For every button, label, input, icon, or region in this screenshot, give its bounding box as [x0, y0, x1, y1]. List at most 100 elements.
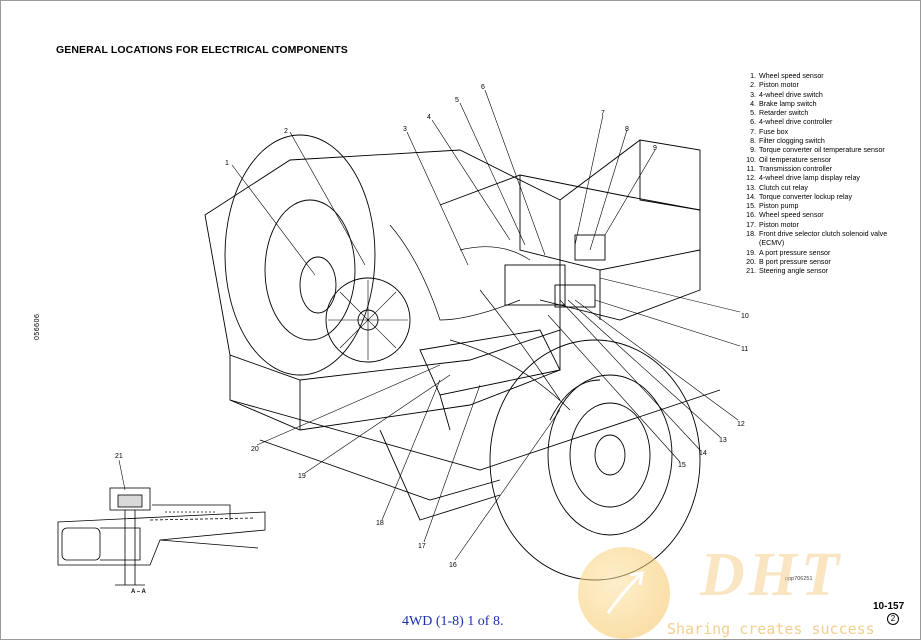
revision-badge: 2 — [887, 613, 899, 625]
legend-text: B port pressure sensor — [759, 257, 831, 266]
legend-item: 13.Clutch cut relay — [738, 184, 888, 193]
legend-number: 15. — [746, 202, 756, 211]
legend-number: 12. — [746, 174, 756, 183]
callout-2: 2 — [284, 128, 288, 135]
legend-number: 7. — [750, 127, 756, 136]
legend-number: 3. — [750, 90, 756, 99]
legend-item: 19.A port pressure sensor — [738, 249, 888, 258]
legend-text: 4-wheel drive controller — [759, 118, 833, 127]
callout-16: 16 — [449, 562, 457, 569]
legend-number: 8. — [750, 137, 756, 146]
legend-item: 3.4-wheel drive switch — [738, 91, 888, 100]
callout-9: 9 — [653, 145, 657, 152]
legend-number: 16. — [746, 211, 756, 220]
legend-number: 11. — [746, 164, 756, 173]
legend-item: 18.Front drive selector clutch solenoid … — [738, 230, 888, 249]
callout-18: 18 — [376, 520, 384, 527]
leader-lines — [231, 89, 741, 561]
watermark-slogan: Sharing creates success — [667, 620, 875, 638]
legend-text: Oil temperature sensor — [759, 155, 832, 164]
callout-11: 11 — [741, 346, 748, 353]
callout-19: 19 — [298, 473, 306, 480]
legend-item: 11.Transmission controller — [738, 165, 888, 174]
watermark-badge — [578, 547, 670, 639]
legend-item: 14.Torque converter lockup relay — [738, 193, 888, 202]
page-caption-link[interactable]: 4WD (1-8) 1 of 8. — [402, 614, 504, 629]
legend-text: Transmission controller — [759, 164, 833, 173]
legend-item: 5.Retarder switch — [738, 109, 888, 118]
legend-number: 4. — [750, 99, 756, 108]
legend-text: Front drive selector clutch solenoid val… — [759, 230, 888, 248]
legend-number: 13. — [746, 183, 756, 192]
section-a-a-detail — [57, 459, 266, 586]
legend-text: Steering angle sensor — [759, 267, 829, 276]
legend-text: Torque converter oil temperature sensor — [759, 146, 885, 155]
legend-item: 7.Fuse box — [738, 128, 888, 137]
legend-item: 4.Brake lamp switch — [738, 100, 888, 109]
legend-number: 19. — [746, 248, 756, 257]
legend-text: Piston motor — [759, 220, 799, 229]
callout-4: 4 — [427, 114, 431, 121]
watermark-logo: DHT — [700, 541, 843, 609]
legend-item: 1.Wheel speed sensor — [738, 72, 888, 81]
legend-item: 15.Piston pump — [738, 202, 888, 211]
legend-number: 18. — [746, 230, 756, 239]
callout-12: 12 — [737, 421, 745, 428]
callout-14: 14 — [699, 450, 707, 457]
callout-13: 13 — [719, 437, 727, 444]
page-title: GENERAL LOCATIONS FOR ELECTRICAL COMPONE… — [56, 44, 348, 56]
callout-7: 7 — [601, 110, 605, 117]
page-number: 10-157 — [873, 601, 905, 612]
legend-item: 12.4-wheel drive lamp display relay — [738, 174, 888, 183]
legend-text: Wheel speed sensor — [759, 72, 824, 80]
legend-number: 9. — [750, 146, 756, 155]
legend-number: 10. — [746, 155, 756, 164]
legend-text: A port pressure sensor — [759, 248, 831, 257]
legend-item: 20.B port pressure sensor — [738, 258, 888, 267]
legend-number: 5. — [750, 109, 756, 118]
callout-8: 8 — [625, 126, 629, 133]
legend-item: 21.Steering angle sensor — [738, 267, 888, 276]
legend-text: Piston motor — [759, 81, 799, 90]
legend-item: 2.Piston motor — [738, 81, 888, 90]
legend-text: Torque converter lockup relay — [759, 192, 853, 201]
legend-number: 21. — [746, 267, 756, 276]
legend-text: 4-wheel drive lamp display relay — [759, 174, 860, 183]
legend-number: 14. — [746, 192, 756, 201]
callout-21: 21 — [115, 453, 123, 460]
legend-number: 17. — [746, 220, 756, 229]
callout-6: 6 — [481, 84, 485, 91]
legend-item: 10.Oil temperature sensor — [738, 156, 888, 165]
legend-item: 17.Piston motor — [738, 221, 888, 230]
legend-text: Brake lamp switch — [759, 99, 817, 108]
callout-labels: 1 2 3 4 5 6 7 8 9 10 11 12 13 14 15 16 1… — [115, 84, 749, 569]
machine-body — [204, 134, 721, 581]
callout-5: 5 — [455, 97, 459, 104]
legend-number: 2. — [750, 81, 756, 90]
legend-item: 8.Filter clogging switch — [738, 137, 888, 146]
legend-item: 9.Torque converter oil temperature senso… — [738, 146, 888, 155]
callout-15: 15 — [678, 462, 686, 469]
legend-text: Wheel speed sensor — [759, 211, 824, 220]
arrow-icon — [606, 571, 644, 614]
callout-20: 20 — [251, 446, 259, 453]
legend-text: Retarder switch — [759, 109, 809, 118]
callout-3: 3 — [403, 126, 407, 133]
legend-number: 1. — [750, 72, 756, 80]
legend-number: 20. — [746, 257, 756, 266]
figure-code: ppp706251 — [785, 576, 813, 582]
legend-item: 16.Wheel speed sensor — [738, 211, 888, 220]
legend-text: Piston pump — [759, 202, 799, 211]
legend-number: 6. — [750, 118, 756, 127]
legend-text: Fuse box — [759, 127, 789, 136]
legend-text: Filter clogging switch — [759, 137, 825, 146]
callout-1: 1 — [225, 160, 229, 167]
legend-item: 6.4-wheel drive controller — [738, 118, 888, 127]
callout-10: 10 — [741, 313, 749, 320]
callout-17: 17 — [418, 543, 426, 550]
section-label: A – A — [131, 589, 146, 595]
legend-text: 4-wheel drive switch — [759, 90, 823, 99]
